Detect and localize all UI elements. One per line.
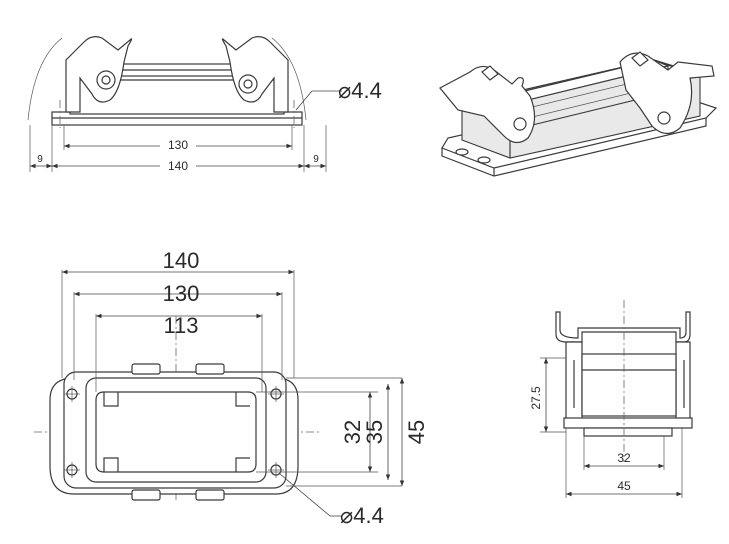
front-dim-130: 130: [168, 138, 188, 152]
top-hole-label: ⌀4.4: [340, 503, 384, 528]
side-view: 27.5 32 45: [529, 300, 693, 498]
side-dim-45: 45: [617, 479, 631, 493]
side-dim-32: 32: [617, 451, 631, 465]
front-dim-9-right: 9: [313, 154, 319, 165]
front-view: 130 140 9 9 ⌀4.4: [27, 36, 382, 173]
top-dim-130: 130: [163, 281, 200, 306]
front-dim-9-left: 9: [37, 154, 43, 165]
front-dim-140: 140: [168, 159, 188, 173]
top-dim-32: 32: [340, 420, 365, 444]
top-dim-113: 113: [163, 313, 198, 338]
top-dim-140: 140: [163, 248, 200, 273]
top-dim-35: 35: [362, 420, 387, 444]
front-hole-label: ⌀4.4: [338, 78, 382, 103]
isometric-view: [439, 51, 718, 177]
top-dim-45: 45: [404, 420, 429, 444]
side-dim-27-5: 27.5: [529, 386, 543, 410]
top-view: 140 130 113 32 35 45 ⌀4.4: [34, 248, 429, 528]
